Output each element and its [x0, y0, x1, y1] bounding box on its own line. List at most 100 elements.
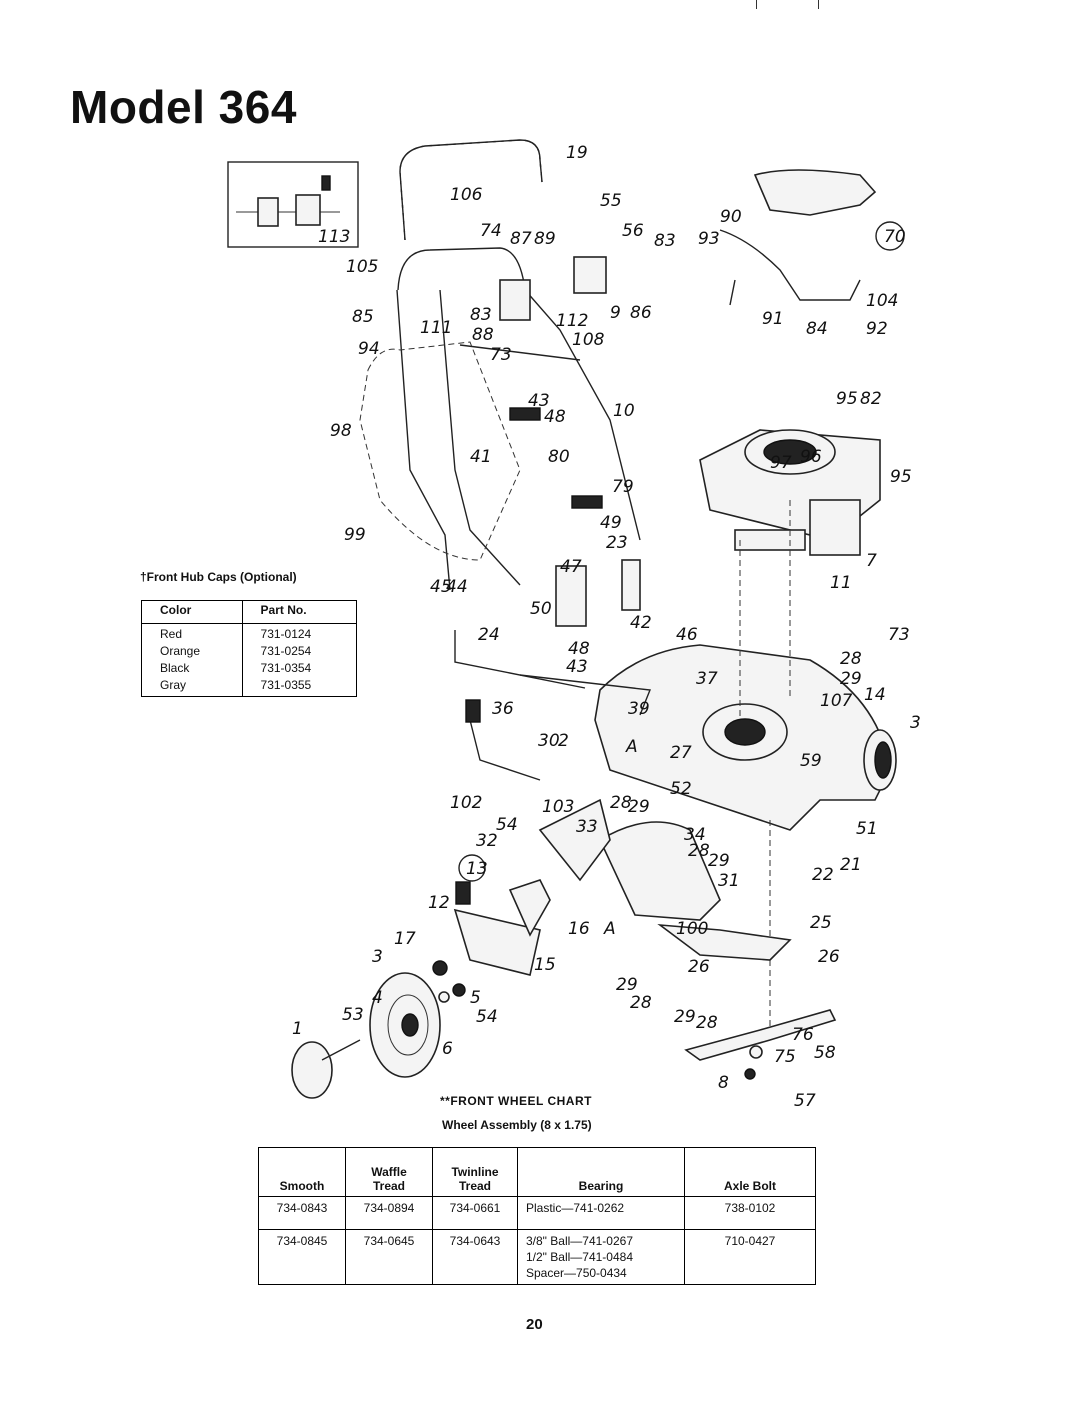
wheel-chart-subtitle: Wheel Assembly (8 x 1.75) [442, 1118, 592, 1132]
column-header: Part No. [241, 600, 358, 624]
color-value: Orange [160, 644, 201, 658]
part-callout-label: 7 [866, 551, 877, 571]
bearing-value: 1/2" Ball—741-0484 [526, 1250, 633, 1264]
part-value: 731-0254 [260, 644, 312, 658]
part-callout-label: 29 [840, 669, 862, 689]
part-callout-label: 12 [428, 893, 450, 913]
part-callout-label: 34 [684, 825, 706, 845]
part-callout-label: 14 [864, 685, 886, 705]
part-callout-label: 29 [628, 797, 650, 817]
ref-circle-13 [458, 854, 486, 882]
part-callout-label: 1 [292, 1019, 303, 1039]
upper-handle [396, 139, 641, 591]
part-callout-label: 83 [470, 305, 492, 325]
part-callout-label: 28 [610, 793, 632, 813]
part-callout-label: 54 [496, 815, 518, 835]
part-callout-label: 29 [674, 1007, 696, 1027]
part-callout-label: 10 [613, 401, 635, 421]
part-callout-label: 47 [560, 557, 582, 577]
part-callout-label: 3 [372, 947, 383, 967]
twinline-cell: 734-0643 [432, 1229, 518, 1285]
part-callout-label: 4 [372, 988, 383, 1008]
part-callout-label: 16 [568, 919, 590, 939]
part-callout-label: 21 [840, 855, 862, 875]
part-callout-label: 43 [566, 657, 588, 677]
part-callout-label: 87 [510, 229, 532, 249]
part-callout-label: 29 [616, 975, 638, 995]
part-callout-label: 100 [676, 919, 708, 939]
part-callout-label: 73 [888, 625, 910, 645]
color-value: Gray [160, 678, 187, 692]
part-callout-label: 24 [478, 625, 500, 645]
part-callout-label: 99 [344, 525, 366, 545]
part-callout-label: 2 [558, 731, 569, 751]
part-callout-label: 25 [810, 913, 832, 933]
part-callout-label: 102 [450, 793, 482, 813]
part-callout-label: 31 [718, 871, 740, 891]
part-callout-label: 70 [884, 227, 906, 247]
part-callout-label: 36 [492, 699, 514, 719]
part-callout-label: 11 [830, 573, 852, 593]
part-callout-label: 52 [670, 779, 692, 799]
column-header: Waffle Tread [345, 1147, 433, 1197]
part-callout-label: 97 [770, 453, 792, 473]
part-callout-label: 17 [394, 929, 416, 949]
part-callout-label: 86 [630, 303, 652, 323]
twinline-cell: 734-0661 [432, 1196, 518, 1230]
column-header: Smooth [258, 1147, 346, 1197]
part-callout-label: A [625, 737, 638, 757]
part-callout-label: 80 [548, 447, 570, 467]
axle-bolt-cell: 738-0102 [684, 1196, 816, 1230]
part-callout-label: 28 [630, 993, 652, 1013]
hub-caps-table: Color Part No. Red Orange Black Gray 731… [141, 600, 358, 697]
part-value: 731-0354 [260, 661, 312, 675]
part-callout-label: 48 [568, 639, 590, 659]
front-wheel-chart-table: Smooth Waffle Tread Twinline Tread Beari… [258, 1147, 816, 1285]
blade [657, 923, 837, 1080]
part-callout-label: 90 [720, 207, 742, 227]
part-callout-label: 82 [860, 389, 882, 409]
part-callout-label: 104 [866, 291, 898, 311]
table-header-row: Color Part No. [141, 600, 358, 624]
table-row: Red Orange Black Gray 731-0124 731-0254 … [141, 623, 358, 697]
inset-detail-parts [236, 175, 340, 227]
color-cell: Red Orange Black Gray [141, 623, 243, 697]
part-callout-label: 73 [490, 345, 512, 365]
part-callout-label: 15 [534, 955, 556, 975]
waffle-cell: 734-0894 [345, 1196, 433, 1230]
part-callout-label: 93 [698, 229, 720, 249]
part-callout-label: 28 [840, 649, 862, 669]
part-callout-label: 48 [544, 407, 566, 427]
hub-caps-caption: †Front Hub Caps (Optional) [140, 570, 297, 584]
part-cell: 731-0124 731-0254 731-0354 731-0355 [241, 623, 358, 697]
part-callout-label: 91 [762, 309, 784, 329]
part-callout-label: 37 [696, 669, 718, 689]
ref-circle-70 [875, 221, 905, 251]
column-header: Axle Bolt [684, 1147, 816, 1197]
part-callout-label: 26 [818, 947, 840, 967]
part-value: 731-0124 [260, 627, 312, 641]
bearing-cell: Plastic—741-0262 [517, 1196, 685, 1230]
part-callout-label: 30 [538, 731, 560, 751]
page-title: Model 364 [70, 81, 297, 133]
part-callout-label: 39 [628, 699, 650, 719]
part-callout-label: 105 [346, 257, 378, 277]
part-callout-label: 58 [814, 1043, 836, 1063]
part-callout-label: 111 [420, 318, 452, 338]
part-callout-label: 84 [806, 319, 828, 339]
part-callout-label: 55 [600, 191, 622, 211]
bearing-value: Plastic—741-0262 [526, 1201, 625, 1215]
part-callout-label: 108 [572, 330, 605, 350]
height-adjuster [465, 699, 611, 882]
smooth-cell: 734-0843 [258, 1196, 346, 1230]
part-callout-label: 85 [352, 307, 374, 327]
mower-deck [454, 500, 891, 1030]
part-callout-label: 53 [342, 1005, 364, 1025]
wheel-chart-title: **FRONT WHEEL CHART [440, 1094, 592, 1108]
table-row: 734-0843 734-0894 734-0661 Plastic—741-0… [258, 1196, 816, 1230]
page-number: 20 [526, 1316, 543, 1333]
part-callout-label: 76 [792, 1025, 814, 1045]
part-callout-label: 50 [530, 599, 552, 619]
